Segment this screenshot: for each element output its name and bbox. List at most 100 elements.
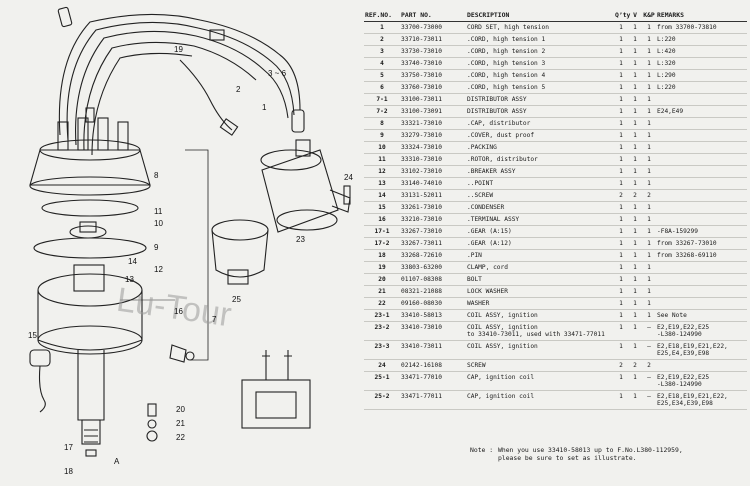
remarks-cell [656,177,747,190]
kp-cell: – [642,390,656,410]
callout-22: 22 [176,433,185,442]
remarks-cell: L:420 [656,45,747,58]
note-text: When you use 33410-58013 up to F.No.L380… [498,446,683,462]
qty-cell: 1 [614,261,628,274]
v-cell: 1 [628,390,642,410]
callout-3-6: 3 ~ 6 [268,69,287,78]
v-cell: 1 [628,105,642,118]
table-header-row: REF.NO. PART NO. DESCRIPTION Q’ty V K&P … [364,9,747,22]
description-cell: .COVER, dust proof [466,129,614,142]
v-cell: 1 [628,225,642,238]
ref-no-cell: 17-2 [364,237,400,250]
high-tension-cord-set [57,6,305,156]
qty-cell: 1 [614,45,628,58]
kp-cell: 1 [642,213,656,226]
qty-cell: 1 [614,371,628,391]
description-cell: .ROTOR, distributor [466,153,614,166]
qty-cell: 1 [614,321,628,341]
v-cell: 1 [628,129,642,142]
callout-23: 23 [296,235,305,244]
ref-no-cell: 2 [364,33,400,46]
ref-no-cell: 5 [364,69,400,82]
kp-cell: 1 [642,177,656,190]
remarks-cell: L:220 [656,33,747,46]
parts-list-panel: REF.NO. PART NO. DESCRIPTION Q’ty V K&P … [364,9,747,410]
ref-no-cell: 4 [364,57,400,70]
callout-18: 18 [64,467,73,476]
remarks-cell [656,93,747,106]
remarks-cell: E24,E49 [656,105,747,118]
v-cell: 1 [628,93,642,106]
qty-cell: 1 [614,153,628,166]
callout-8: 8 [154,171,159,180]
ref-no-cell: 21 [364,285,400,298]
description-cell: .CORD, high tension 3 [466,57,614,70]
description-cell: COIL ASSY, ignition [466,340,614,360]
v-cell: 1 [628,141,642,154]
kp-cell: 1 [642,273,656,286]
description-cell: .CORD, high tension 4 [466,69,614,82]
kp-cell: 1 [642,141,656,154]
description-cell: .CONDENSER [466,201,614,214]
part-no-cell: 33760-73010 [400,81,466,94]
kp-cell: 1 [642,297,656,310]
distributor-cap [29,107,151,196]
remarks-cell: from 33267-73010 [656,237,747,250]
remarks-cell [656,359,747,372]
kp-cell: 1 [642,69,656,82]
remarks-cell: from 33700-73810 [656,21,747,34]
remarks-cell [656,117,747,130]
part-no-cell: 33100-73091 [400,105,466,118]
qty-cell: 1 [614,249,628,262]
v-cell: 1 [628,21,642,34]
remarks-cell: E2,E18,E19,E21,E22, E25,E34,E39,E98 [656,390,747,410]
description-cell: CLAMP, cord [466,261,614,274]
ref-no-cell: 25-2 [364,390,400,410]
header-part-no: PART NO. [400,9,466,22]
part-no-cell: 33410-58013 [400,309,466,322]
ref-no-cell: 13 [364,177,400,190]
qty-cell: 1 [614,177,628,190]
kp-cell: 1 [642,309,656,322]
v-cell: 1 [628,371,642,391]
description-cell: SCREW [466,359,614,372]
v-cell: 1 [628,321,642,341]
remarks-cell [656,201,747,214]
callout-13: 13 [125,275,134,284]
part-no-cell: 33279-73010 [400,129,466,142]
qty-cell: 1 [614,165,628,178]
callout-9: 9 [154,243,159,252]
remarks-cell: L:320 [656,57,747,70]
part-no-cell: 33321-73010 [400,117,466,130]
description-cell: CAP, ignition coil [466,390,614,410]
remarks-cell [656,273,747,286]
v-cell: 1 [628,309,642,322]
ref-no-cell: 12 [364,165,400,178]
part-no-cell: 33700-73000 [400,21,466,34]
qty-cell: 1 [614,213,628,226]
part-no-cell: 33324-73010 [400,141,466,154]
distributor-body [37,264,143,457]
callout-21: 21 [176,419,185,428]
description-cell: .TERMINAL ASSY [466,213,614,226]
v-cell: 1 [628,340,642,360]
remarks-cell [656,297,747,310]
qty-cell: 1 [614,237,628,250]
qty-cell: 1 [614,57,628,70]
qty-cell: 1 [614,129,628,142]
part-no-cell: 33410-73011 [400,340,466,360]
ref-no-cell: 20 [364,273,400,286]
